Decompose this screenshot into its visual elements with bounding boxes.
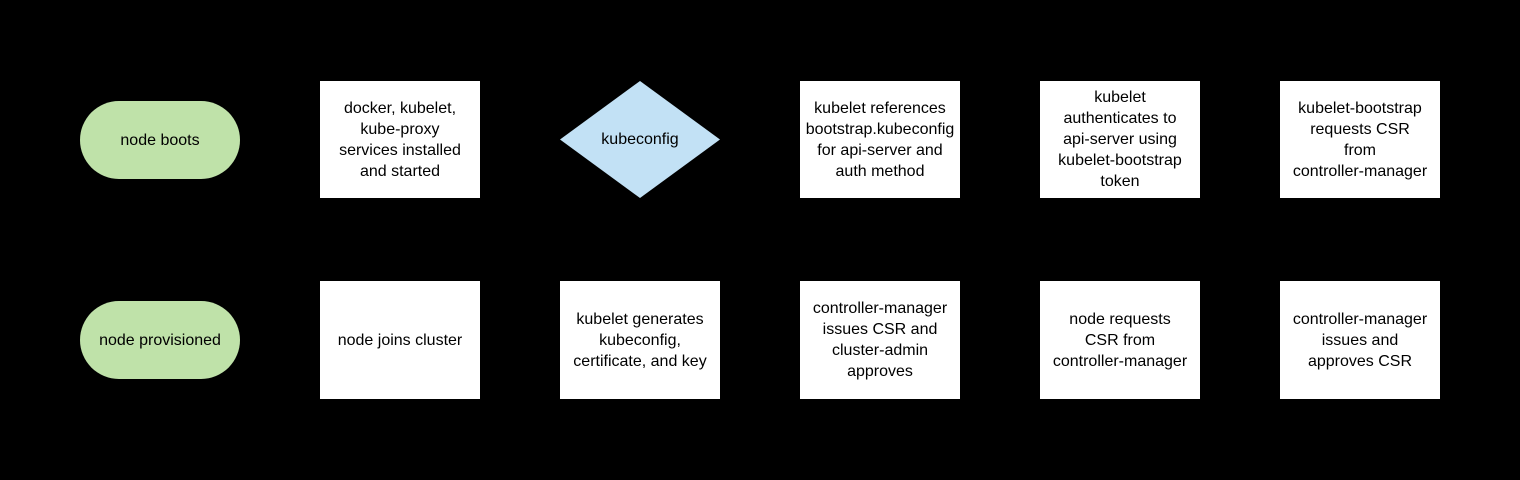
process-kubelet-bootstrap-requests-csr: kubelet-bootstrap requests CSR from cont… bbox=[1280, 81, 1440, 198]
process-kubelet-references-bootstrap-kubeconfig: kubelet references bootstrap.kubeconfig … bbox=[800, 81, 960, 198]
decision-kubeconfig: kubeconfig bbox=[560, 81, 720, 198]
process-services-installed: docker, kubelet, kube-proxy services ins… bbox=[320, 81, 480, 198]
process-kubelet-authenticates-api-server: kubelet authenticates to api-server usin… bbox=[1040, 81, 1200, 198]
terminator-node-boots: node boots bbox=[80, 101, 240, 179]
process-controller-manager-issues-approves-csr: controller-manager issues and approves C… bbox=[1280, 281, 1440, 399]
process-node-joins-cluster: node joins cluster bbox=[320, 281, 480, 399]
process-node-requests-csr: node requests CSR from controller-manage… bbox=[1040, 281, 1200, 399]
process-controller-manager-issues-csr-cluster-admin-approves: controller-manager issues CSR and cluste… bbox=[800, 281, 960, 399]
terminator-node-provisioned: node provisioned bbox=[80, 301, 240, 379]
process-kubelet-generates-kubeconfig: kubelet generates kubeconfig, certificat… bbox=[560, 281, 720, 399]
